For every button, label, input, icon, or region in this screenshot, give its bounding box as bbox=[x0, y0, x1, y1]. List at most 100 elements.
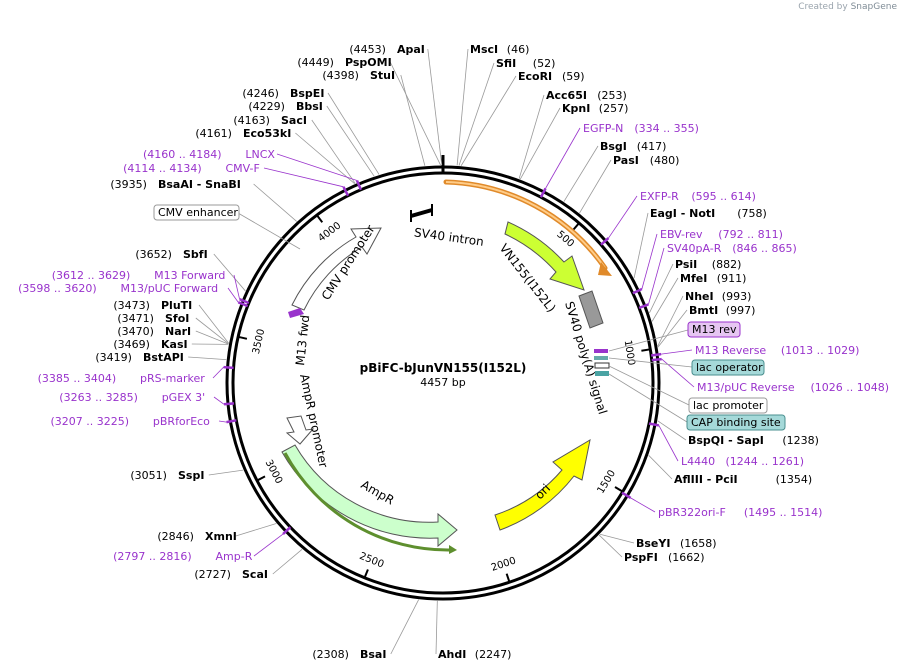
primer-site-ebv-rev[interactable]: EBV-rev(792 .. 811) bbox=[632, 228, 783, 295]
enzyme-name: Acc65I bbox=[546, 89, 587, 102]
primer-binding-mark bbox=[342, 186, 350, 197]
enzyme-site-nari[interactable]: (3470)NarI bbox=[117, 325, 229, 345]
enzyme-site-kasi[interactable]: (3469)KasI bbox=[113, 338, 229, 351]
primer-leader-line bbox=[608, 195, 638, 239]
enzyme-site-stui[interactable]: (4398)StuI bbox=[322, 69, 426, 166]
enzyme-site-acc65i[interactable]: Acc65I(253) bbox=[518, 89, 627, 179]
primer-leader-line bbox=[661, 349, 693, 355]
enzyme-leader-line bbox=[651, 277, 679, 322]
primer-site-sv40pa-r[interactable]: SV40pA-R(846 .. 865) bbox=[638, 242, 797, 310]
enzyme-leader-line bbox=[213, 253, 246, 292]
enzyme-position: (2727) bbox=[194, 568, 231, 581]
lac-operator-feature[interactable] bbox=[594, 356, 608, 360]
enzyme-site-bspqi-sapi[interactable]: BspQI - SapI(1238) bbox=[657, 420, 819, 447]
primer-site-m13-puc-forward[interactable]: (3598 .. 3620)M13/pUC Forward bbox=[18, 282, 249, 308]
enzyme-site-bmti[interactable]: BmtI(997) bbox=[657, 304, 755, 348]
enzyme-site-bsai[interactable]: (2308)BsaI bbox=[312, 599, 419, 661]
enzyme-site-afliii-pcii[interactable]: AflIII - PciI(1354) bbox=[648, 455, 813, 486]
enzyme-site-bsgi[interactable]: BsgI(417) bbox=[563, 140, 667, 202]
primer-name: pBR322ori-F bbox=[658, 506, 726, 519]
enzyme-site-pspfi[interactable]: PspFI(1662) bbox=[598, 534, 705, 564]
sv40-polyA-feature[interactable] bbox=[578, 290, 604, 329]
enzyme-site-eco53ki[interactable]: (4161)Eco53kI bbox=[195, 127, 355, 185]
enzyme-position: (417) bbox=[637, 140, 667, 153]
enzyme-site-kpni[interactable]: KpnI(257) bbox=[519, 102, 628, 180]
enzyme-site-psii[interactable]: PsiI(882) bbox=[649, 258, 741, 314]
primer-site-exfp-r[interactable]: EXFP-R(595 .. 614) bbox=[600, 190, 756, 246]
enzyme-site-bstapi[interactable]: (3419)BstAPI bbox=[95, 351, 227, 364]
sv40-intron-marker[interactable] bbox=[410, 204, 433, 222]
m13-fwd-feature[interactable] bbox=[288, 308, 304, 318]
primer-binding-mark bbox=[355, 180, 363, 191]
enzyme-site-saci[interactable]: (4163)SacI bbox=[233, 114, 356, 184]
enzyme-site-scai[interactable]: (2727)ScaI bbox=[194, 549, 303, 581]
primer-site-m13-reverse[interactable]: M13 Reverse(1013 .. 1029) bbox=[651, 344, 859, 357]
lac-operator-label: lac operator bbox=[696, 361, 763, 374]
enzyme-site-msci[interactable]: MscI(46) bbox=[456, 43, 529, 166]
cmv-enhancer-box[interactable]: CMV enhancer bbox=[153, 204, 301, 250]
enzyme-site-mfei[interactable]: MfeI(911) bbox=[651, 272, 746, 322]
primer-site-egfp-n[interactable]: EGFP-N(334 .. 355) bbox=[539, 122, 699, 198]
m13-rev-feature[interactable] bbox=[594, 349, 608, 353]
ampr-promoter-feature-arrow[interactable] bbox=[285, 415, 315, 445]
primer-site-pbr322ori-f[interactable]: pBR322ori-F(1495 .. 1514) bbox=[621, 491, 822, 519]
primer-site-pbrforeco[interactable]: (3207 .. 3225)pBRforEco bbox=[51, 415, 237, 428]
enzyme-site-nhei[interactable]: NheI(993) bbox=[657, 290, 752, 347]
ori-feature-arrow[interactable] bbox=[494, 438, 591, 531]
enzyme-position: (2247) bbox=[475, 648, 512, 661]
primer-leader-line bbox=[253, 533, 284, 557]
snapgene-credit: Created by SnapGene bbox=[798, 2, 897, 12]
lac-promoter-box[interactable]: lac promoter bbox=[608, 365, 768, 414]
cap-binding-site-box[interactable]: CAP binding site bbox=[608, 373, 786, 431]
enzyme-site-apai[interactable]: (4453)ApaI bbox=[349, 43, 443, 166]
enzyme-name: Eco53kI bbox=[243, 127, 291, 140]
cmv-promoter-feature-arrow[interactable] bbox=[291, 227, 382, 311]
enzyme-site-sfii[interactable]: SfiI(52) bbox=[458, 57, 555, 166]
enzyme-site-pasi[interactable]: PasI(480) bbox=[579, 154, 680, 214]
enzyme-name: NarI bbox=[165, 325, 191, 338]
enzyme-site-sspi[interactable]: (3051)SspI bbox=[130, 469, 244, 482]
primer-leader-line bbox=[641, 233, 658, 290]
enzyme-position: (2308) bbox=[312, 648, 349, 661]
cap-binding-feature[interactable] bbox=[595, 371, 609, 376]
vn155-feature-arrow[interactable] bbox=[504, 221, 585, 291]
enzyme-leader-line bbox=[657, 309, 688, 348]
primer-binding-mark bbox=[651, 357, 662, 362]
primer-site-l4440[interactable]: L4440(1244 .. 1261) bbox=[648, 422, 804, 468]
primer-site-pgex-3[interactable]: (3263 .. 3285)pGEX 3' bbox=[59, 391, 235, 406]
primer-name: M13 Forward bbox=[154, 269, 225, 282]
enzyme-site-bspei[interactable]: (4246)BspEI bbox=[242, 87, 380, 175]
primer-site-m13-puc-reverse[interactable]: M13/pUC Reverse(1026 .. 1048) bbox=[651, 357, 889, 394]
primer-site-cmv-f[interactable]: (4114 .. 4134)CMV-F bbox=[123, 162, 350, 197]
m13-rev-box[interactable]: M13 rev bbox=[608, 321, 741, 352]
enzyme-site-bbsi[interactable]: (4229)BbsI bbox=[248, 100, 375, 177]
enzyme-site-pspomi[interactable]: (4449)PspOMI bbox=[297, 56, 441, 166]
enzyme-site-bseyi[interactable]: BseYI(1658) bbox=[599, 533, 717, 550]
lac-promoter-feature[interactable] bbox=[594, 362, 610, 369]
enzyme-site-ahdi[interactable]: AhdI(2247) bbox=[435, 600, 512, 661]
enzyme-position: (480) bbox=[650, 154, 680, 167]
primer-site-m13-forward[interactable]: (3612 .. 3629)M13 Forward bbox=[52, 269, 250, 305]
enzyme-site-xmni[interactable]: (2846)XmnI bbox=[157, 523, 277, 543]
enzyme-name: SbfI bbox=[183, 248, 208, 261]
primer-leader-line bbox=[648, 247, 665, 305]
primer-range: (1013 .. 1029) bbox=[781, 344, 860, 357]
enzyme-site-pluti[interactable]: (3473)PluTI bbox=[113, 299, 229, 344]
enzyme-leader-line bbox=[311, 119, 356, 184]
enzyme-site-ecori[interactable]: EcoRI(59) bbox=[460, 70, 585, 166]
enzyme-site-sbfi[interactable]: (3652)SbfI bbox=[135, 248, 246, 292]
primer-site-lncx[interactable]: (4160 .. 4184)LNCX bbox=[143, 148, 363, 191]
enzyme-site-eagi-noti[interactable]: EagI - NotI(758) bbox=[633, 207, 767, 279]
enzyme-site-bsaai-snabi[interactable]: (3935)BsaAI - SnaBI bbox=[110, 178, 297, 222]
enzyme-leader-line bbox=[579, 159, 612, 214]
primer-site-prs-marker[interactable]: (3385 .. 3404)pRS-marker bbox=[38, 365, 234, 385]
primer-binding-mark bbox=[223, 365, 234, 370]
sv40-intron-label: SV40 intron bbox=[413, 225, 484, 249]
primer-site-amp-r[interactable]: (2797 .. 2816)Amp-R bbox=[113, 526, 292, 563]
enzyme-leader-line bbox=[598, 534, 623, 558]
lac-operator-box[interactable]: lac operator bbox=[608, 357, 765, 376]
enzyme-site-sfoi[interactable]: (3471)SfoI bbox=[117, 312, 229, 345]
enzyme-name: AflIII - PciI bbox=[674, 473, 738, 486]
snapgene-logo-text: SnapGene bbox=[850, 2, 897, 12]
